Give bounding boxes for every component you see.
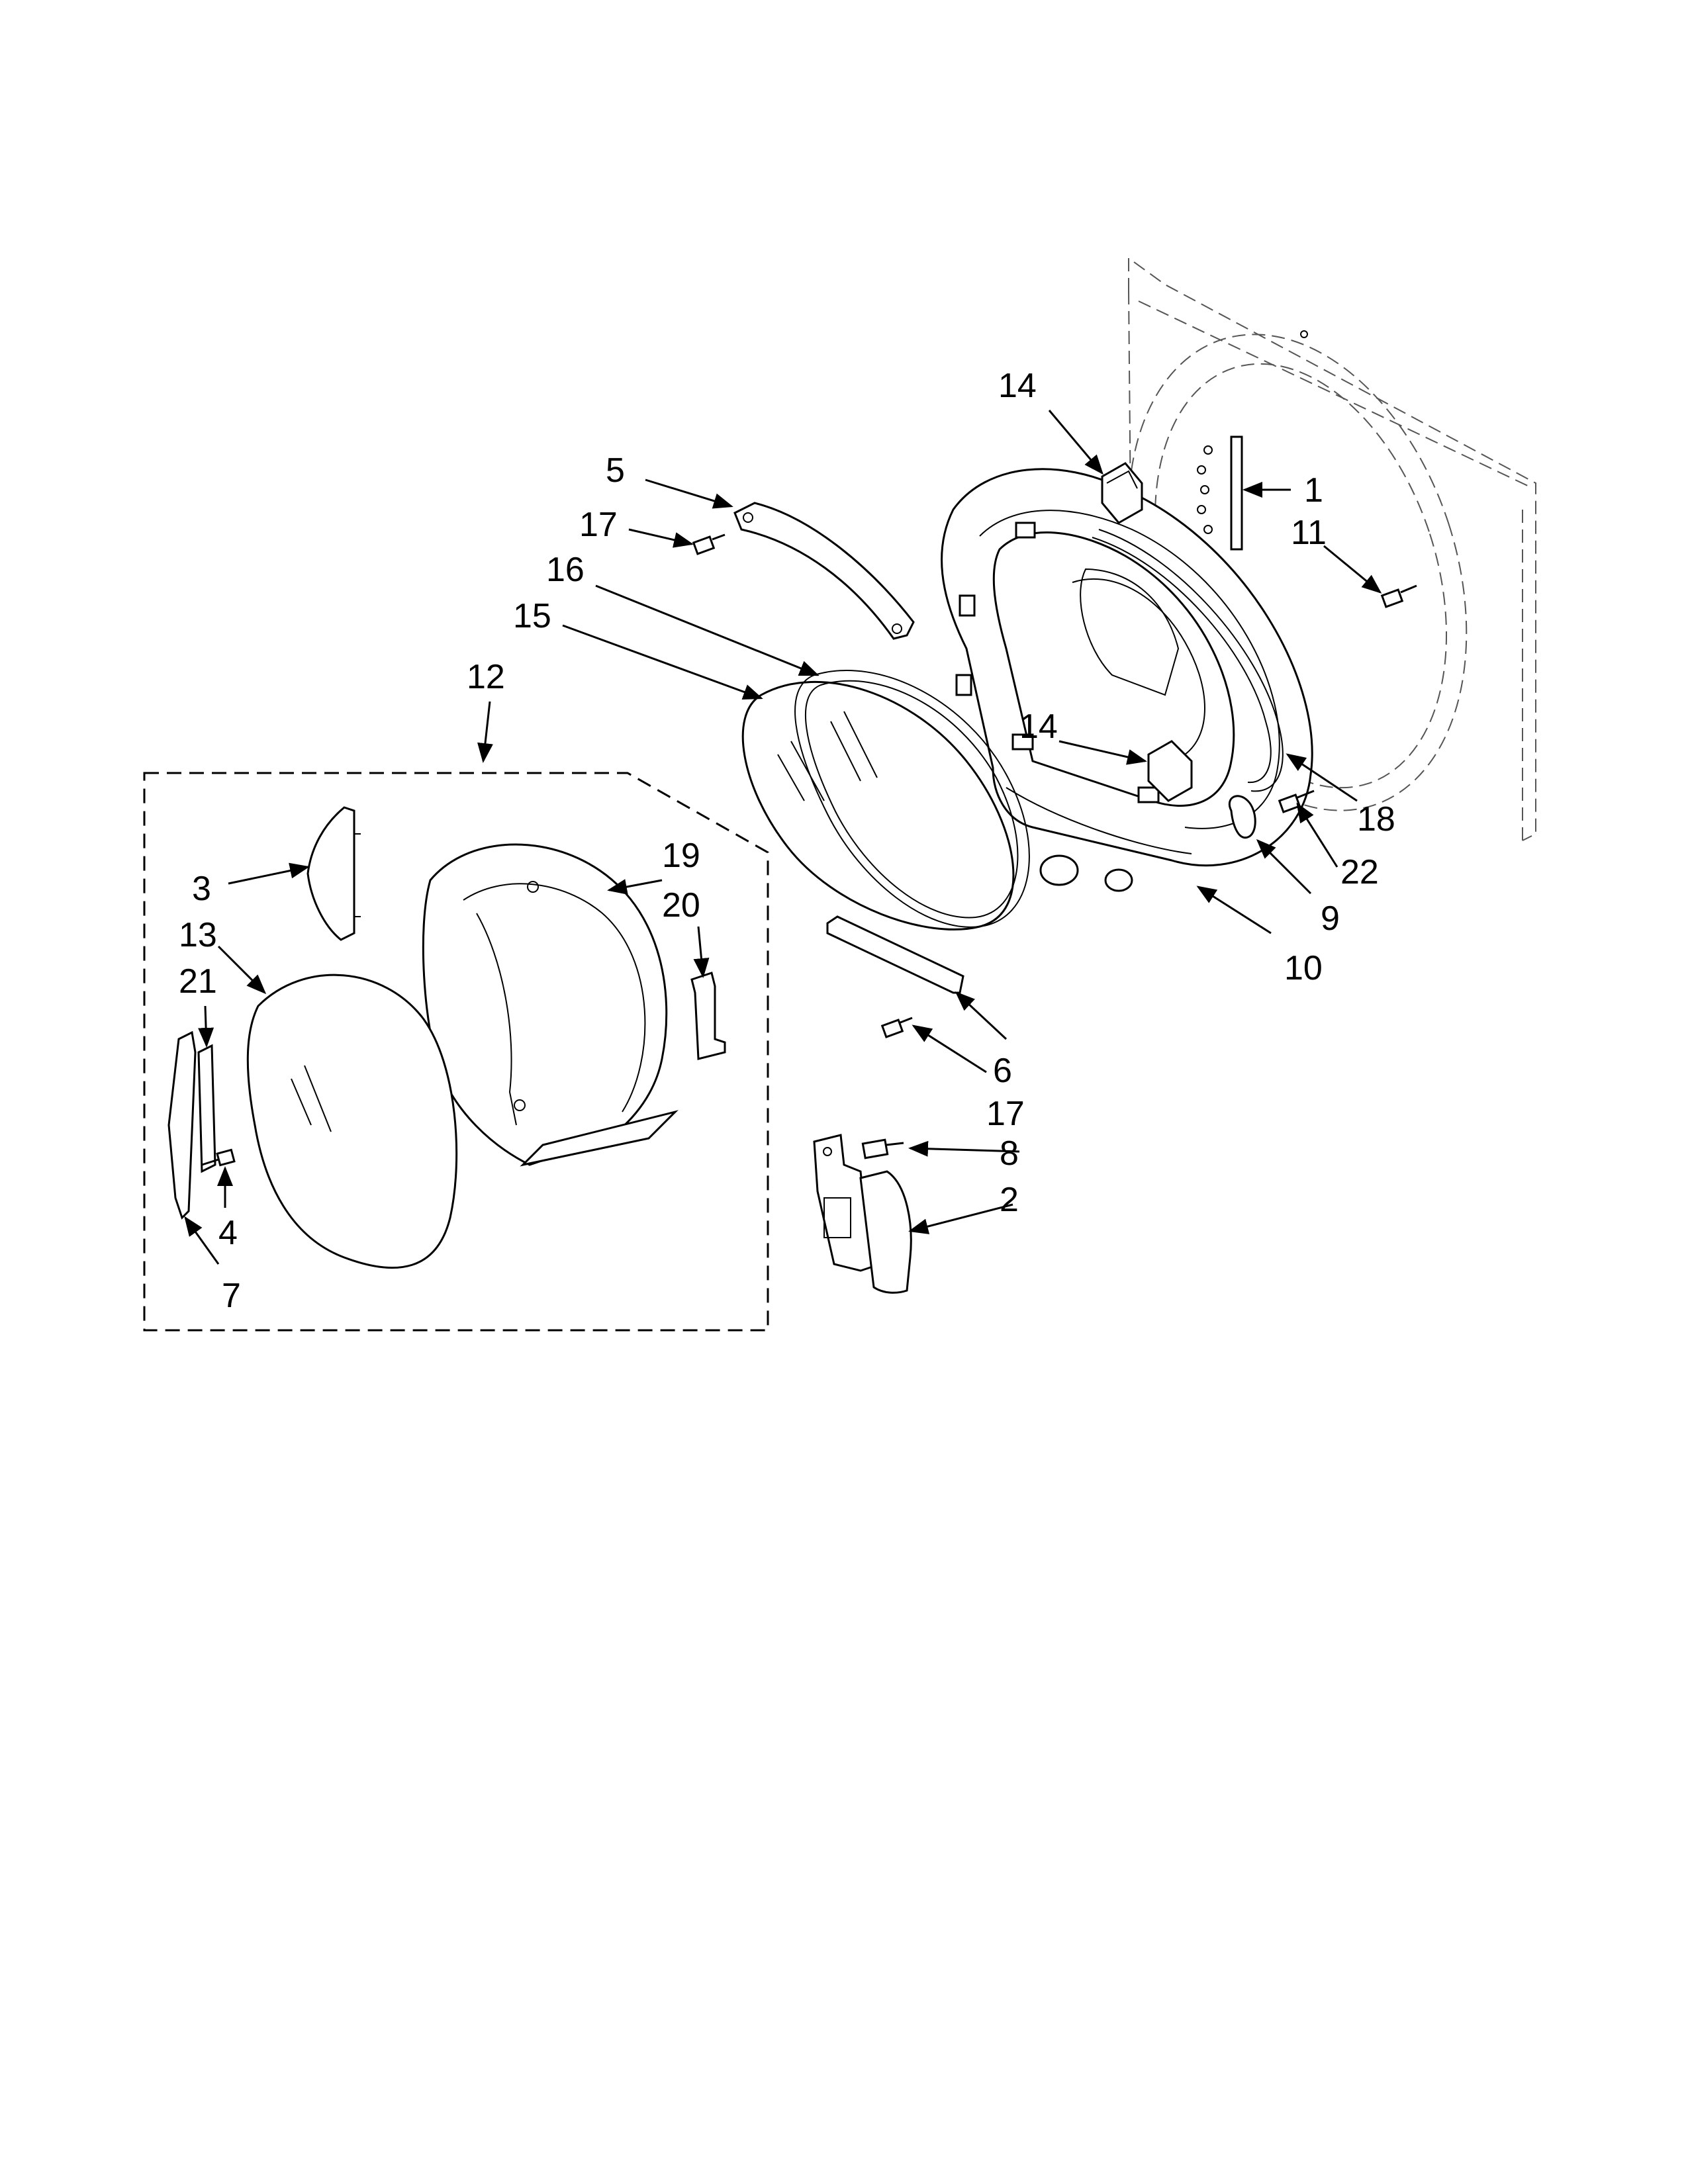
callout-7: 7 — [222, 1277, 241, 1315]
leader-lines — [184, 410, 1382, 1265]
callout-14-lower: 14 — [1019, 707, 1058, 746]
callout-22: 22 — [1340, 853, 1379, 891]
callout-12: 12 — [467, 658, 505, 696]
part-2-hinge — [813, 1134, 912, 1294]
part-14-strike-lower — [1147, 740, 1193, 802]
callout-1: 1 — [1304, 471, 1323, 510]
callout-4: 4 — [218, 1214, 238, 1252]
part-18-gasket — [1080, 529, 1284, 792]
callout-21: 21 — [179, 962, 217, 1001]
part-16-door-gasket — [794, 670, 1030, 928]
part-20-latch-bracket — [690, 972, 726, 1060]
callout-13: 13 — [179, 916, 217, 954]
callout-20: 20 — [662, 886, 700, 925]
callout-2: 2 — [1000, 1181, 1019, 1219]
callout-8: 8 — [1000, 1134, 1019, 1173]
part-15-door-glass — [741, 680, 1015, 931]
part-1-bracket — [1197, 435, 1243, 551]
part-9-ring — [1228, 795, 1256, 839]
part-22-screw — [1278, 790, 1315, 813]
callout-5: 5 — [606, 451, 625, 490]
callout-3: 3 — [192, 870, 211, 908]
part-8-screw — [861, 1138, 904, 1160]
callout-9: 9 — [1321, 899, 1340, 938]
part-4-screw — [201, 1148, 236, 1167]
part-21-trim — [197, 1044, 216, 1173]
part-7-handle — [167, 1030, 197, 1220]
part-14-strike-upper — [1101, 462, 1143, 524]
callout-11: 11 — [1291, 514, 1327, 552]
callout-17-upper: 17 — [579, 506, 618, 544]
part-17-screw-lower — [880, 1017, 913, 1038]
callout-6: 6 — [993, 1052, 1012, 1090]
part-5-hinge-bar — [733, 502, 915, 640]
part-11-screw — [1380, 584, 1417, 608]
part-17-screw-upper — [692, 533, 726, 555]
callout-16: 16 — [546, 551, 585, 589]
part-12-door-assembly-box — [143, 772, 769, 1332]
callout-15: 15 — [513, 597, 551, 635]
part-3-cover — [306, 806, 361, 941]
part-10-front-frame — [941, 468, 1313, 892]
callout-labels: 14 1 11 5 17 16 15 12 14 18 22 9 10 6 17… — [179, 367, 1395, 1315]
callout-19: 19 — [662, 837, 700, 875]
part-19-inner-door — [422, 843, 679, 1167]
callout-17-lower: 17 — [986, 1095, 1025, 1133]
callout-18: 18 — [1357, 800, 1395, 839]
callout-10: 10 — [1284, 949, 1323, 987]
part-13-outer-door — [246, 974, 458, 1269]
callout-14-upper: 14 — [998, 367, 1037, 405]
